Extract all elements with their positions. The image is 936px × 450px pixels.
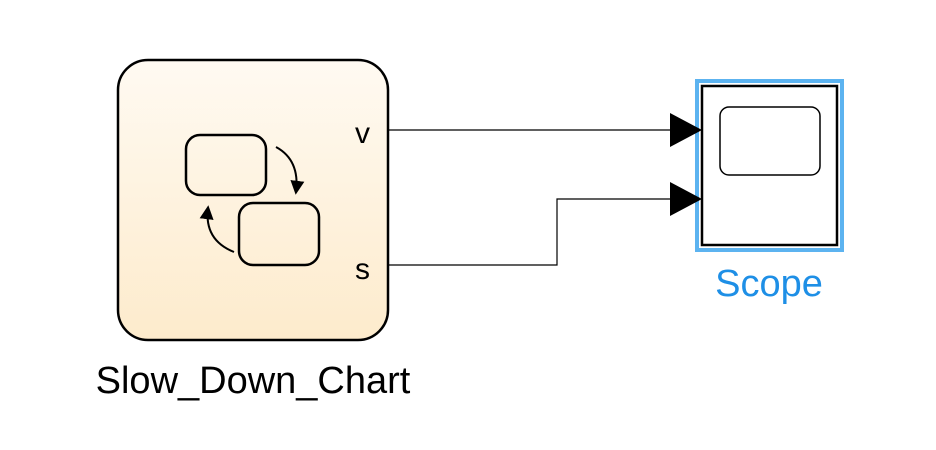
chart-port-s-label: s bbox=[355, 253, 370, 286]
transition-arrow-down bbox=[275, 146, 305, 195]
scope-block-name[interactable]: Scope bbox=[715, 263, 823, 305]
signal-line-s[interactable] bbox=[388, 198, 670, 266]
scope-input-port-2-arrow[interactable] bbox=[670, 182, 702, 216]
chart-port-v-label: v bbox=[355, 117, 370, 150]
chart-block-body[interactable] bbox=[116, 58, 390, 342]
transition-arrow-up bbox=[199, 205, 235, 253]
scope-screen-icon bbox=[719, 106, 821, 176]
scope-selection-highlight bbox=[695, 79, 844, 252]
scope-input-port-1-arrow[interactable] bbox=[670, 113, 702, 147]
state-box-upper bbox=[184, 133, 268, 197]
slow-down-chart-block[interactable]: v s bbox=[116, 58, 390, 342]
chart-block-name[interactable]: Slow_Down_Chart bbox=[96, 360, 411, 402]
scope-block-body[interactable] bbox=[700, 84, 839, 247]
stateflow-chart-icon bbox=[184, 133, 321, 267]
state-box-lower bbox=[237, 201, 321, 267]
scope-block[interactable] bbox=[670, 79, 844, 252]
